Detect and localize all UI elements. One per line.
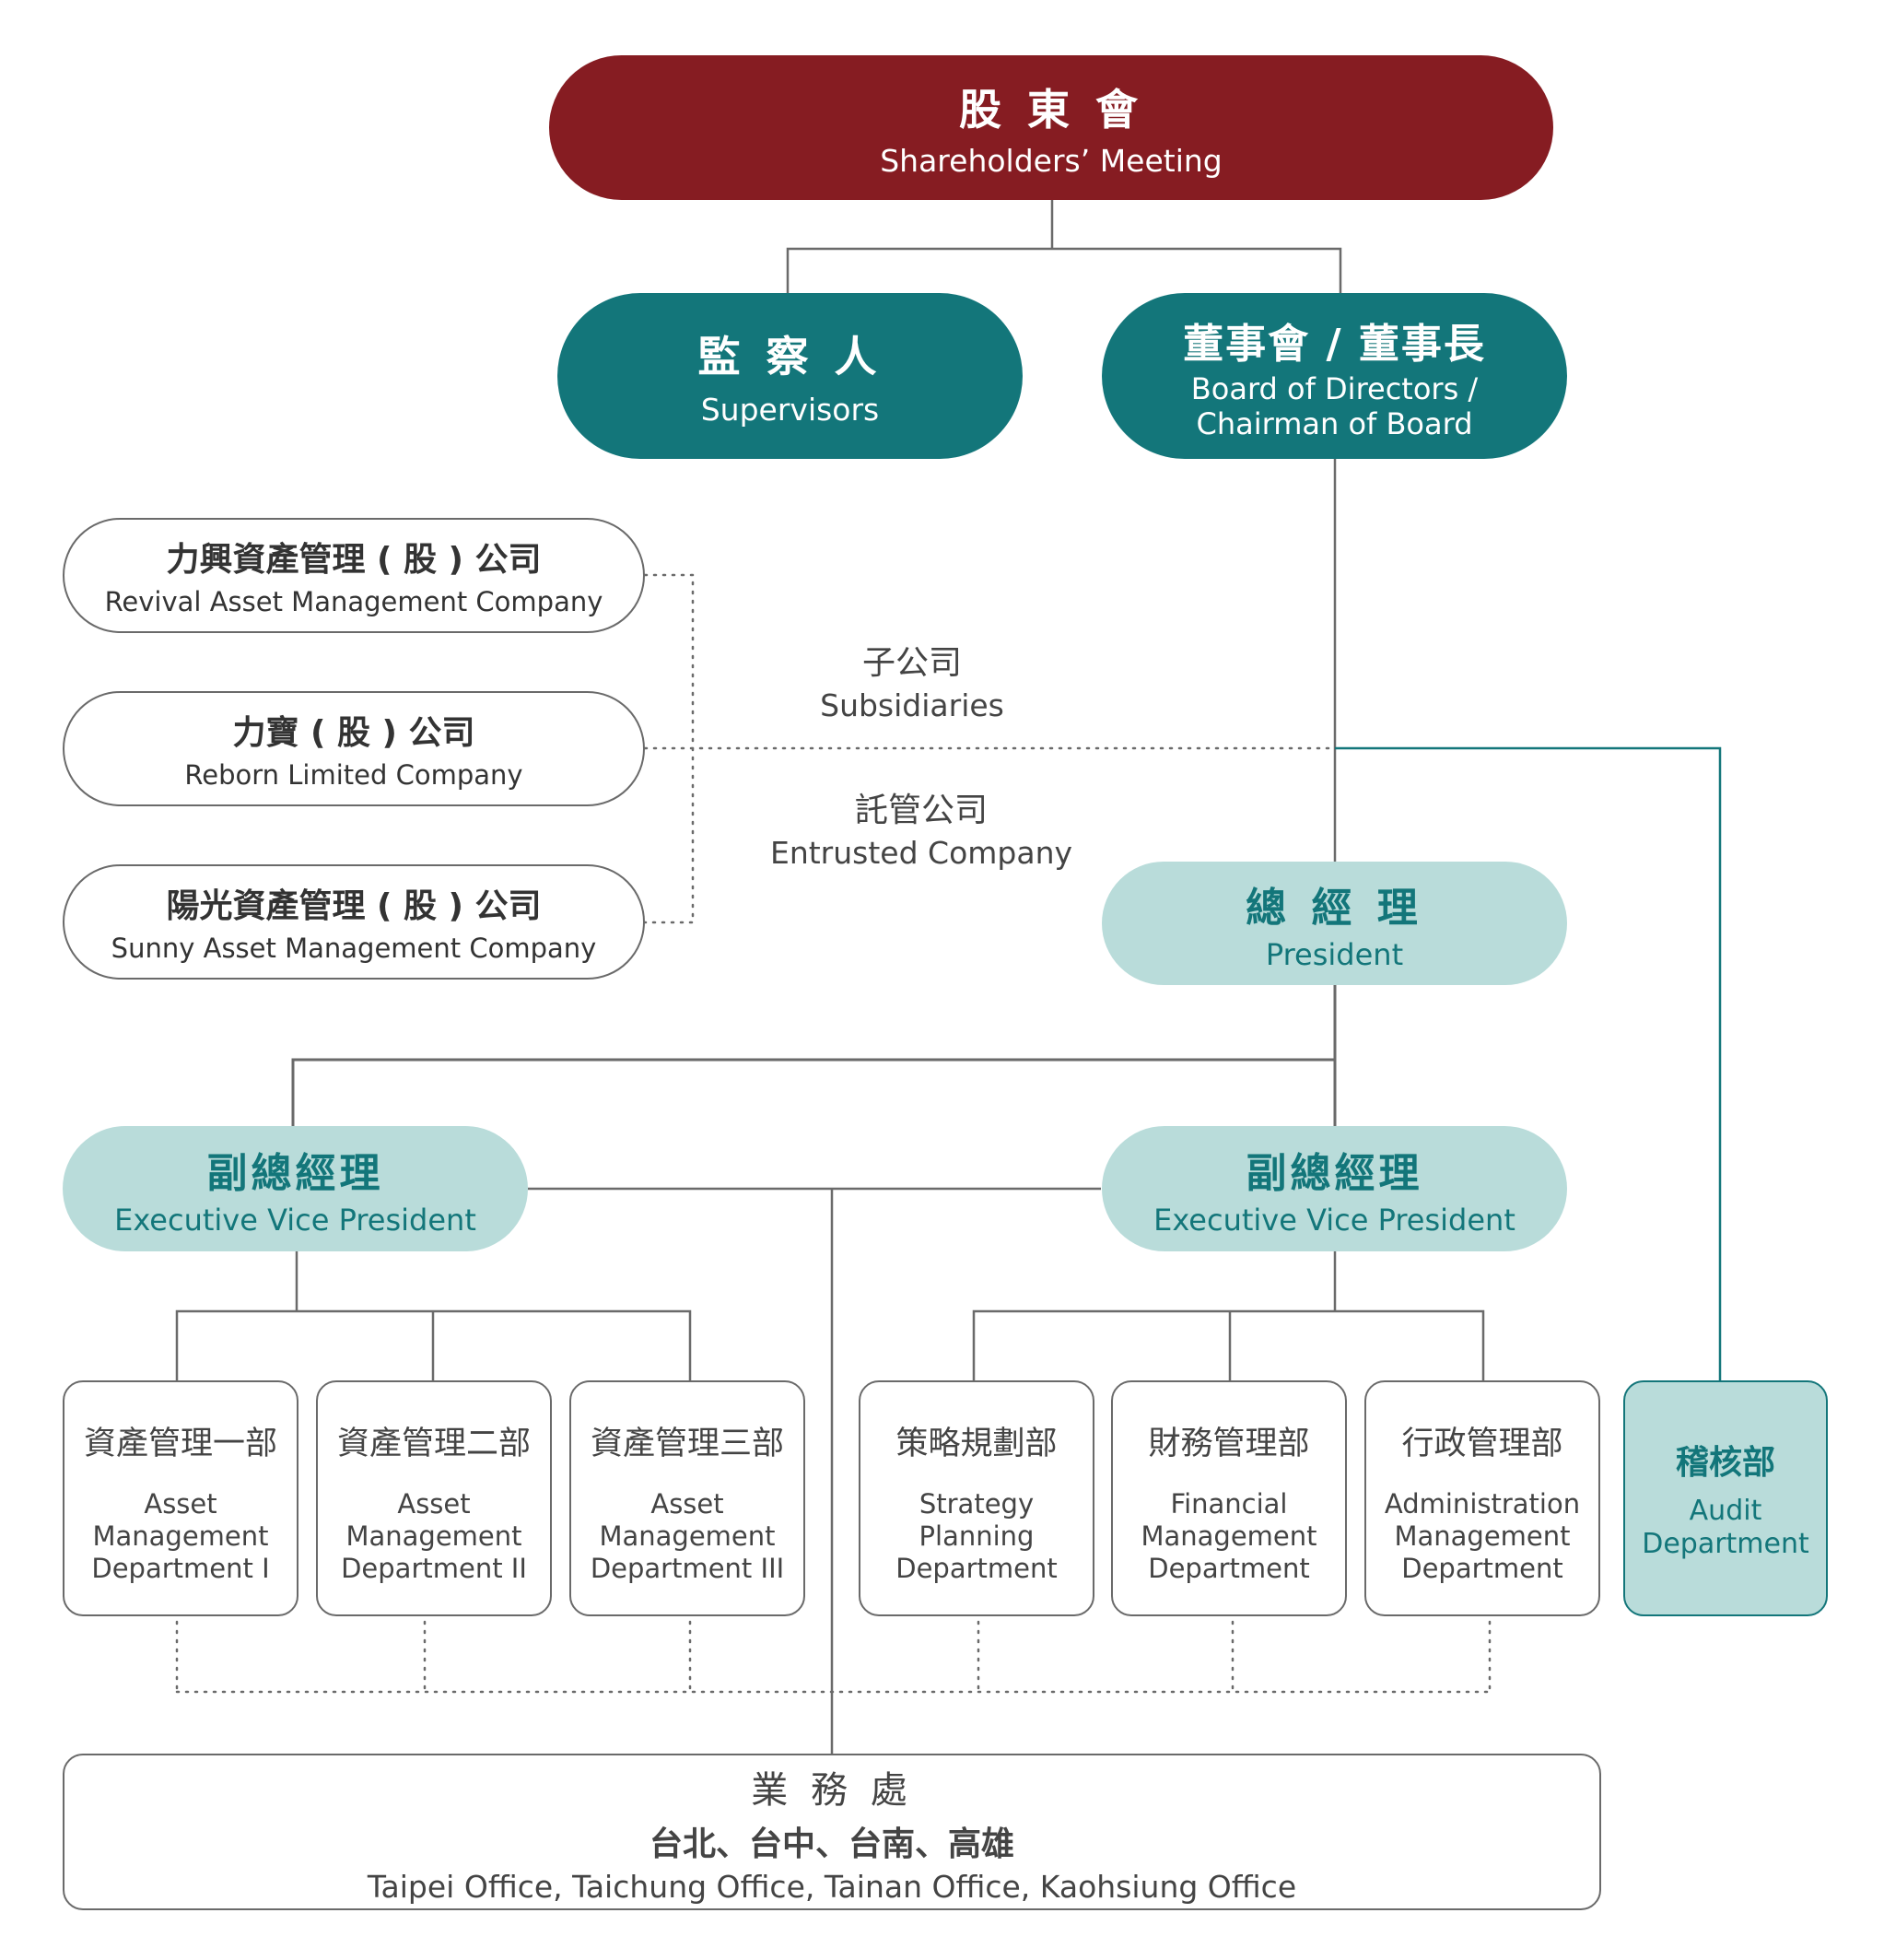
department-asset-1-en1: Asset: [144, 1488, 217, 1520]
department-strategy-en3: Department: [895, 1552, 1058, 1584]
connector-president-evp: [291, 984, 1337, 1126]
entrusted-label: 託管公司 Entrusted Company: [728, 783, 1115, 871]
supervisors-node: 監 察 人 Supervisors: [557, 293, 1023, 459]
shareholders-meeting-node: 股 東 會 Shareholders’ Meeting: [549, 55, 1553, 200]
department-financial-en3: Department: [1148, 1552, 1310, 1584]
department-asset-3-en2: Management: [599, 1520, 776, 1552]
evp-left-en: Executive Vice President: [114, 1202, 476, 1238]
evp-left-zh: 副總經理: [206, 1149, 384, 1197]
company-reborn-zh: 力寶 ( 股 ) 公司: [232, 714, 475, 753]
department-administration-en2: Management: [1394, 1520, 1571, 1552]
evp-right-en: Executive Vice President: [1153, 1202, 1515, 1238]
evp-right-node: 副總經理 Executive Vice President: [1102, 1126, 1567, 1251]
company-sunny-en: Sunny Asset Management Company: [111, 933, 597, 965]
board-of-directors-node: 董事會 / 董事長 Board of Directors / Chairman …: [1102, 293, 1567, 459]
office-zh-title: 業 務 處: [751, 1768, 913, 1812]
department-strategy-en2: Planning: [919, 1520, 1035, 1552]
department-financial-en1: Financial: [1170, 1488, 1288, 1520]
president-node: 總 經 理 President: [1102, 862, 1567, 985]
connector-audit: [1335, 746, 1722, 1380]
president-en: President: [1265, 936, 1404, 972]
department-asset-1-en2: Management: [92, 1520, 269, 1552]
department-asset-3: 資產管理三部 Asset Management Department III: [569, 1380, 805, 1616]
evp-right-zh: 副總經理: [1246, 1149, 1423, 1197]
connector-top-split: [786, 199, 1342, 295]
department-strategy-en1: Strategy: [919, 1488, 1035, 1520]
department-asset-3-zh: 資產管理三部: [590, 1426, 784, 1462]
supervisors-zh: 監 察 人: [697, 332, 883, 382]
office-zh-cities: 台北、台中、台南、高雄: [649, 1825, 1014, 1863]
dotted-department-drops: [175, 1620, 1492, 1694]
audit-en1: Audit: [1689, 1495, 1762, 1527]
business-office-node: 業 務 處 台北、台中、台南、高雄 Taipei Office, Taichun…: [63, 1754, 1601, 1910]
department-asset-1-en3: Department I: [91, 1552, 270, 1584]
department-asset-1: 資產管理一部 Asset Management Department I: [63, 1380, 298, 1616]
subsidiaries-en: Subsidiaries: [820, 687, 1004, 723]
department-financial-en2: Management: [1141, 1520, 1317, 1552]
department-administration-en1: Administration: [1384, 1488, 1581, 1520]
board-en-line2: Chairman of Board: [1196, 406, 1473, 441]
company-revival-zh: 力興資產管理 ( 股 ) 公司: [166, 541, 542, 580]
president-zh: 總 經 理: [1246, 884, 1423, 932]
department-asset-2: 資產管理二部 Asset Management Department II: [316, 1380, 552, 1616]
company-revival-en: Revival Asset Management Company: [104, 586, 603, 618]
department-administration: 行政管理部 Administration Management Departme…: [1364, 1380, 1600, 1616]
department-strategy: 策略規劃部 Strategy Planning Department: [859, 1380, 1094, 1616]
department-asset-3-en3: Department III: [590, 1552, 785, 1584]
supervisors-en: Supervisors: [700, 392, 880, 428]
audit-zh: 稽核部: [1675, 1444, 1775, 1482]
department-asset-2-en1: Asset: [397, 1488, 471, 1520]
department-strategy-zh: 策略規劃部: [895, 1426, 1058, 1462]
entrusted-zh: 託管公司: [854, 792, 988, 829]
subsidiaries-zh: 子公司: [861, 644, 962, 682]
office-en: Taipei Office, Taichung Office, Tainan O…: [367, 1868, 1297, 1905]
department-asset-1-zh: 資產管理一部: [83, 1426, 277, 1462]
connector-right-departments: [972, 1251, 1485, 1380]
company-revival-node: 力興資產管理 ( 股 ) 公司 Revival Asset Management…: [63, 518, 645, 633]
board-en-line1: Board of Directors /: [1190, 370, 1479, 406]
evp-left-node: 副總經理 Executive Vice President: [63, 1126, 528, 1251]
board-zh: 董事會 / 董事長: [1183, 320, 1486, 368]
department-asset-2-en2: Management: [345, 1520, 522, 1552]
subsidiaries-label: 子公司 Subsidiaries: [755, 636, 1069, 723]
company-reborn-en: Reborn Limited Company: [184, 759, 523, 792]
shareholders-meeting-zh: 股 東 會: [958, 84, 1144, 135]
connector-left-departments: [175, 1251, 692, 1380]
department-administration-zh: 行政管理部: [1401, 1426, 1563, 1462]
department-asset-3-en1: Asset: [650, 1488, 724, 1520]
department-financial-zh: 財務管理部: [1148, 1426, 1310, 1462]
company-sunny-zh: 陽光資產管理 ( 股 ) 公司: [166, 887, 542, 926]
dotted-subsidiary-link: [643, 573, 695, 924]
department-asset-2-zh: 資產管理二部: [336, 1426, 531, 1462]
company-sunny-node: 陽光資產管理 ( 股 ) 公司 Sunny Asset Management C…: [63, 864, 645, 980]
shareholders-meeting-en: Shareholders’ Meeting: [880, 142, 1223, 179]
audit-department-node: 稽核部 Audit Department: [1623, 1380, 1828, 1616]
entrusted-en: Entrusted Company: [769, 835, 1073, 871]
company-reborn-node: 力寶 ( 股 ) 公司 Reborn Limited Company: [63, 691, 645, 806]
department-financial: 財務管理部 Financial Management Department: [1111, 1380, 1347, 1616]
audit-en2: Department: [1642, 1528, 1809, 1560]
department-asset-2-en3: Department II: [341, 1552, 527, 1584]
department-administration-en3: Department: [1401, 1552, 1563, 1584]
